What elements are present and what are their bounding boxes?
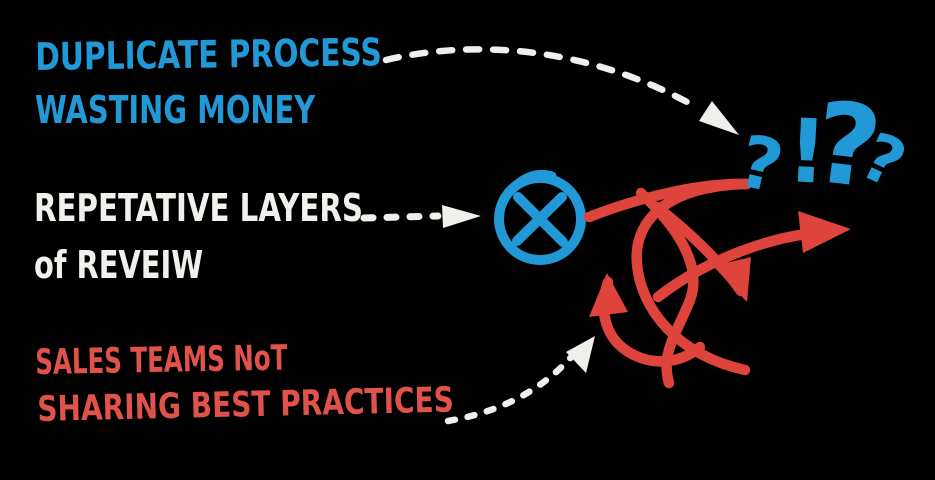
tangled-arrows: [583, 178, 851, 389]
circled-x-icon: [494, 169, 586, 265]
arrowhead-up: [589, 273, 628, 317]
callout-repetitive-layers-line1: REPETATIVE LAYERS: [34, 186, 363, 230]
dashed-arrow-repetitive-to-x: [360, 205, 481, 228]
callout-sales-teams-line2: SHARING BEST PRACTICES: [36, 380, 455, 430]
callout-duplicate-process-line2: WASTING MONEY: [35, 88, 316, 132]
dashed-arrow-sales-to-tangle: [444, 336, 595, 425]
callout-sales-teams-line1: SALES TEAMS NoT: [34, 338, 288, 383]
callout-duplicate-process-line1: DUPLICATE PROCESS: [34, 30, 383, 79]
callout-repetitive-layers-line2: of REVEIW: [34, 243, 204, 287]
arrowhead-down-right: [713, 257, 751, 302]
dashed-arrow-duplicate-to-confusion: [382, 46, 739, 135]
arrowhead-right: [798, 211, 851, 253]
